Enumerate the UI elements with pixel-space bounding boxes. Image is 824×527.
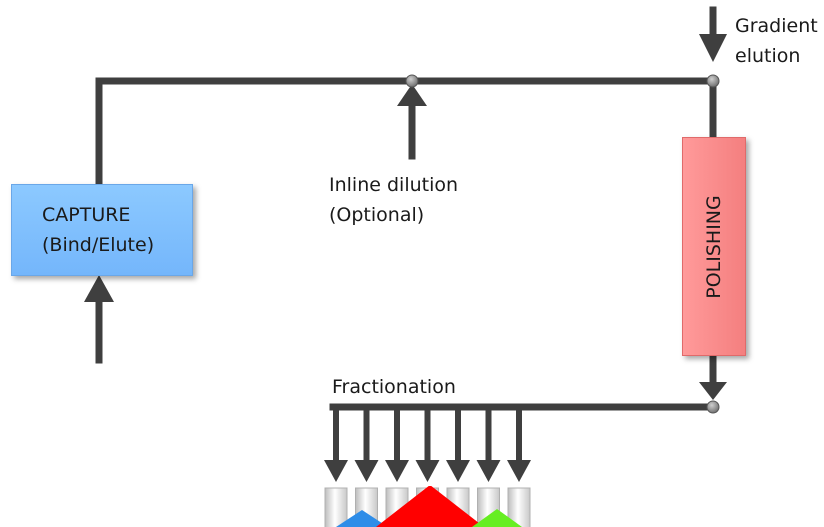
fraction-outlet-arrowhead [446, 460, 470, 482]
fraction-outlet-arrowhead [385, 460, 409, 482]
inline-dilution-line2: (Optional) [329, 204, 425, 226]
capture-subtitle: (Bind/Elute) [42, 234, 155, 256]
sample-feed-arrowhead [84, 275, 114, 302]
dilution-junction-node [405, 74, 419, 88]
fraction-outlet-arrows [324, 407, 531, 482]
gradient-label-line1: Gradient [735, 15, 818, 37]
fraction-peak-red [376, 486, 484, 527]
arrowheads [84, 34, 727, 400]
fractionation-label: Fractionation [332, 376, 456, 398]
fraction-outlet-arrowhead [354, 460, 379, 482]
gradient-label-line2: elution [735, 45, 801, 67]
polishing-outlet-arrowhead [699, 382, 727, 400]
polishing-column-box: POLISHING [682, 137, 746, 356]
capture-title: CAPTURE [42, 204, 131, 226]
fraction-peak-green [472, 509, 522, 527]
fraction-junction-node [706, 400, 720, 414]
fraction-outlet-arrowhead [476, 460, 501, 482]
fraction-outlet-arrowhead [507, 460, 531, 482]
gradient-elution-label: Gradient elution [735, 11, 818, 71]
fraction-outlet-arrowhead [415, 460, 440, 482]
fraction-peak-blue [336, 510, 388, 527]
dilution-arrowhead [397, 84, 427, 106]
gradient-arrowhead [699, 34, 727, 62]
polishing-title: POLISHING [703, 194, 725, 299]
inline-dilution-line1: Inline dilution [329, 174, 459, 196]
inline-dilution-label: Inline dilution (Optional) [329, 170, 458, 230]
fraction-collector [324, 486, 531, 527]
capture-column-box: CAPTURE (Bind/Elute) [11, 184, 193, 276]
gradient-junction-node [706, 74, 720, 88]
fraction-outlet-arrowhead [324, 460, 348, 482]
collection-tube [324, 487, 348, 527]
junction-nodes [405, 74, 720, 414]
